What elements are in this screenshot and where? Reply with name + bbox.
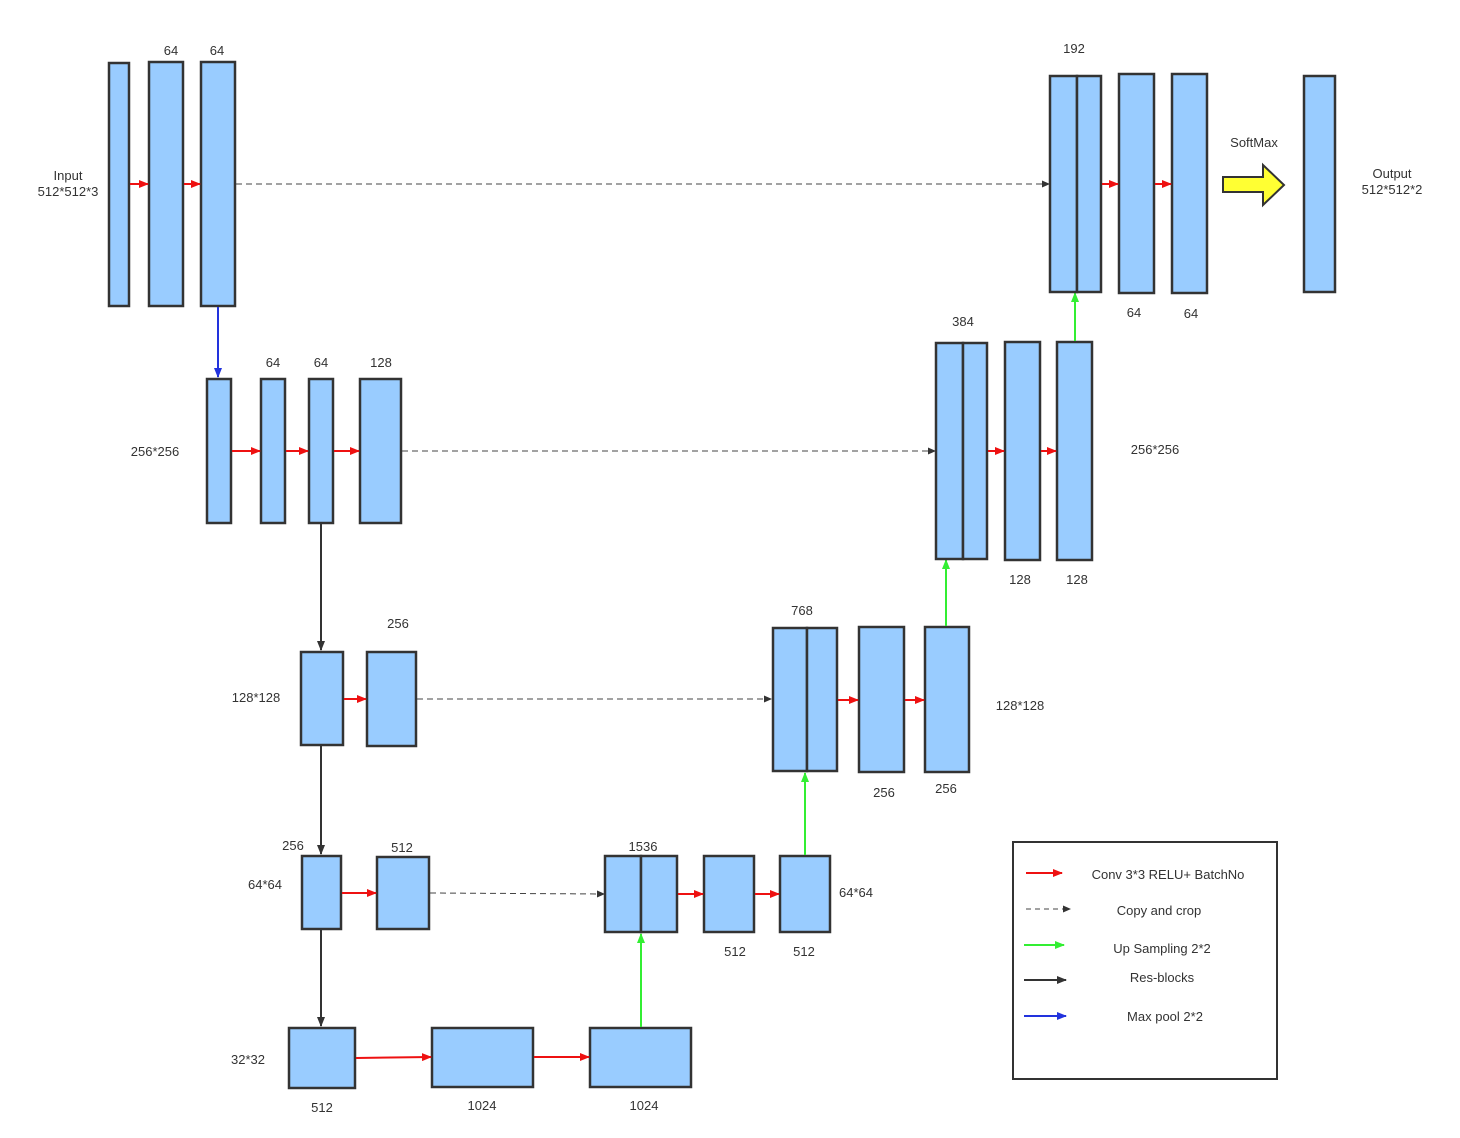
dec3-block-b <box>923 625 971 774</box>
decoder-level-4: 1536 512 512 64*64 <box>603 839 873 959</box>
legend-box <box>1012 841 1278 1080</box>
encoder-level-1: Input 512*512*3 64 64 <box>38 43 237 308</box>
resolution-label: 128*128 <box>232 690 280 705</box>
dec1-concat-left <box>1048 74 1079 294</box>
channel-label: 64 <box>1127 305 1141 320</box>
channel-label: 768 <box>791 603 813 618</box>
channel-label: 1024 <box>468 1098 497 1113</box>
output-block <box>1302 74 1337 294</box>
channel-label: 192 <box>1063 41 1085 56</box>
dec2-concat-left <box>934 341 965 561</box>
dec3-concat-right <box>805 626 839 773</box>
input-block <box>107 61 131 308</box>
input-label: Input <box>54 168 83 183</box>
encoder-level-4: 64*64 256 512 <box>248 838 431 931</box>
output-size-label: 512*512*2 <box>1362 182 1423 197</box>
enc3-block-b <box>365 650 418 748</box>
dec3-concat-left <box>771 626 809 773</box>
dec1-block-b <box>1170 72 1209 295</box>
dec4-concat-left <box>603 854 643 934</box>
channel-label: 1536 <box>629 839 658 854</box>
bottleneck: 32*32 512 1024 1024 <box>231 1026 693 1115</box>
enc1-feature-block-b <box>199 60 237 308</box>
resolution-label: 128*128 <box>996 698 1044 713</box>
channel-label: 64 <box>266 355 280 370</box>
dec3-block-a <box>857 625 906 774</box>
legend: Conv 3*3 RELU+ BatchNo Copy and crop Up … <box>1012 841 1278 1080</box>
channel-label: 64 <box>314 355 328 370</box>
channel-label: 256 <box>282 838 304 853</box>
conv-arrow <box>355 1053 432 1062</box>
enc3-block-a <box>299 650 345 747</box>
channel-label: 256 <box>873 785 895 800</box>
enc2-block-c <box>307 377 335 525</box>
resolution-label: 256*256 <box>131 444 179 459</box>
enc4-block-b <box>375 855 431 931</box>
dec4-block-a <box>702 854 756 934</box>
dec1-concat-right <box>1075 74 1103 294</box>
bottleneck-block-a <box>287 1026 357 1090</box>
dec2-block-a <box>1003 340 1042 562</box>
softmax-arrow-icon <box>1222 162 1286 208</box>
channel-label: 256 <box>935 781 957 796</box>
resolution-label: 256*256 <box>1131 442 1179 457</box>
channel-label: 256 <box>387 616 409 631</box>
decoder-level-3: 768 256 256 128*128 <box>771 603 1044 800</box>
input-size-label: 512*512*3 <box>38 184 99 199</box>
dec1-block-a <box>1117 72 1156 295</box>
channel-label: 512 <box>724 944 746 959</box>
channel-label: 512 <box>391 840 413 855</box>
channel-label: 128 <box>1009 572 1031 587</box>
decoder-level-2: 384 128 128 256*256 <box>934 314 1179 587</box>
legend-upsampling-label: Up Sampling 2*2 <box>1113 941 1211 956</box>
channel-label: 1024 <box>630 1098 659 1113</box>
channel-label: 512 <box>311 1100 333 1115</box>
resolution-label: 32*32 <box>231 1052 265 1067</box>
legend-conv-label: Conv 3*3 RELU+ BatchNo <box>1092 867 1245 882</box>
channel-label: 128 <box>370 355 392 370</box>
enc2-block-d <box>358 377 403 525</box>
enc2-block-b <box>259 377 287 525</box>
dec4-concat-right <box>639 854 679 934</box>
encoder-level-3: 128*128 256 <box>232 616 418 748</box>
encoder-level-2: 256*256 64 64 128 <box>131 355 403 525</box>
enc1-feature-block-a <box>147 60 185 308</box>
dec2-concat-right <box>961 341 989 561</box>
channel-label: 512 <box>793 944 815 959</box>
enc4-block-a <box>300 854 343 931</box>
channel-label: 128 <box>1066 572 1088 587</box>
softmax-label: SoftMax <box>1230 135 1278 150</box>
enc2-block-a <box>205 377 233 525</box>
channel-label: 64 <box>1184 306 1198 321</box>
legend-copy-label: Copy and crop <box>1117 903 1202 918</box>
legend-resblock-label: Res-blocks <box>1130 970 1195 985</box>
bottleneck-block-b <box>430 1026 535 1089</box>
dec2-block-b <box>1055 340 1094 562</box>
channel-label: 64 <box>164 43 178 58</box>
legend-maxpool-label: Max pool 2*2 <box>1127 1009 1203 1024</box>
bottleneck-block-c <box>588 1026 693 1089</box>
decoder-level-1: 192 64 64 <box>1048 41 1209 321</box>
channel-label: 384 <box>952 314 974 329</box>
output-label: Output <box>1372 166 1411 181</box>
dec4-block-b <box>778 854 832 934</box>
resolution-label: 64*64 <box>248 877 282 892</box>
resolution-label: 64*64 <box>839 885 873 900</box>
copy-crop-arrow <box>429 890 605 898</box>
channel-label: 64 <box>210 43 224 58</box>
